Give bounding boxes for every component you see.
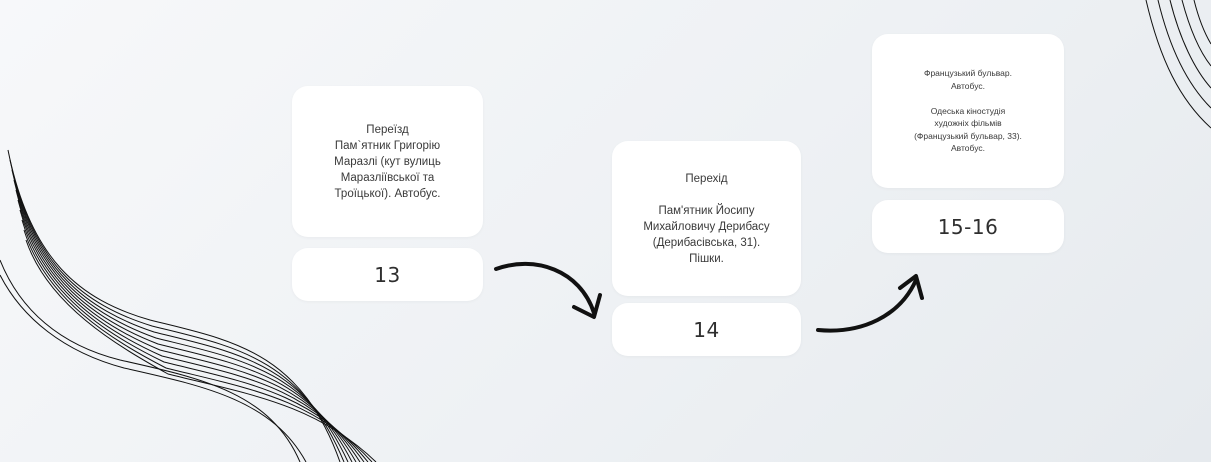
step-15-16-description: Французький бульвар. Автобус. Одеська кі… [914, 68, 1022, 154]
step-15-16-description-card: Французький бульвар. Автобус. Одеська кі… [872, 34, 1064, 188]
step-14-description-card: Перехід Пам'ятник Йосипу Михайловичу Дер… [612, 141, 801, 296]
step-14-number: 14 [693, 317, 720, 342]
step-13-description-card: Переїзд Пам`ятник Григорію Маразлі (кут … [292, 86, 483, 237]
step-15-16-number-card: 15-16 [872, 200, 1064, 253]
step-13-description: Переїзд Пам`ятник Григорію Маразлі (кут … [334, 123, 441, 200]
arrow-13-to-14-icon [494, 261, 602, 319]
step-15-16-number: 15-16 [937, 214, 999, 239]
arrow-14-to-15-16-icon [816, 274, 924, 333]
step-13-number: 13 [374, 262, 401, 287]
step-14-number-card: 14 [612, 303, 801, 356]
step-14-description: Перехід Пам'ятник Йосипу Михайловичу Дер… [643, 172, 770, 265]
step-13-number-card: 13 [292, 248, 483, 301]
